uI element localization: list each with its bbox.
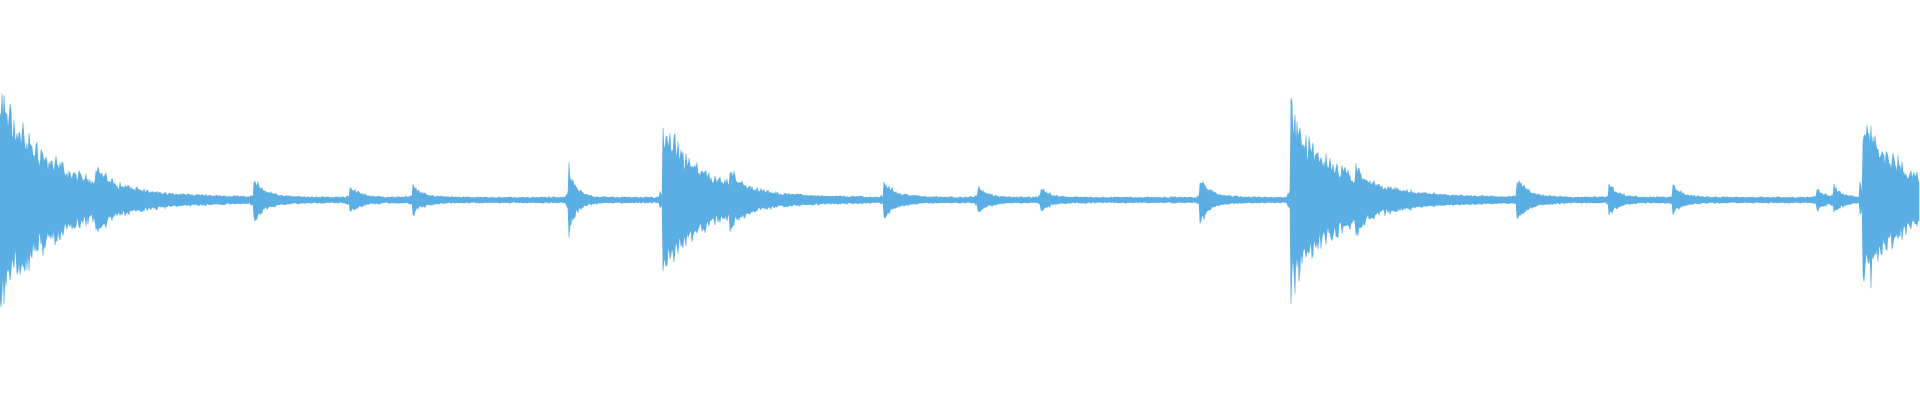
- waveform-trace: [0, 93, 1920, 308]
